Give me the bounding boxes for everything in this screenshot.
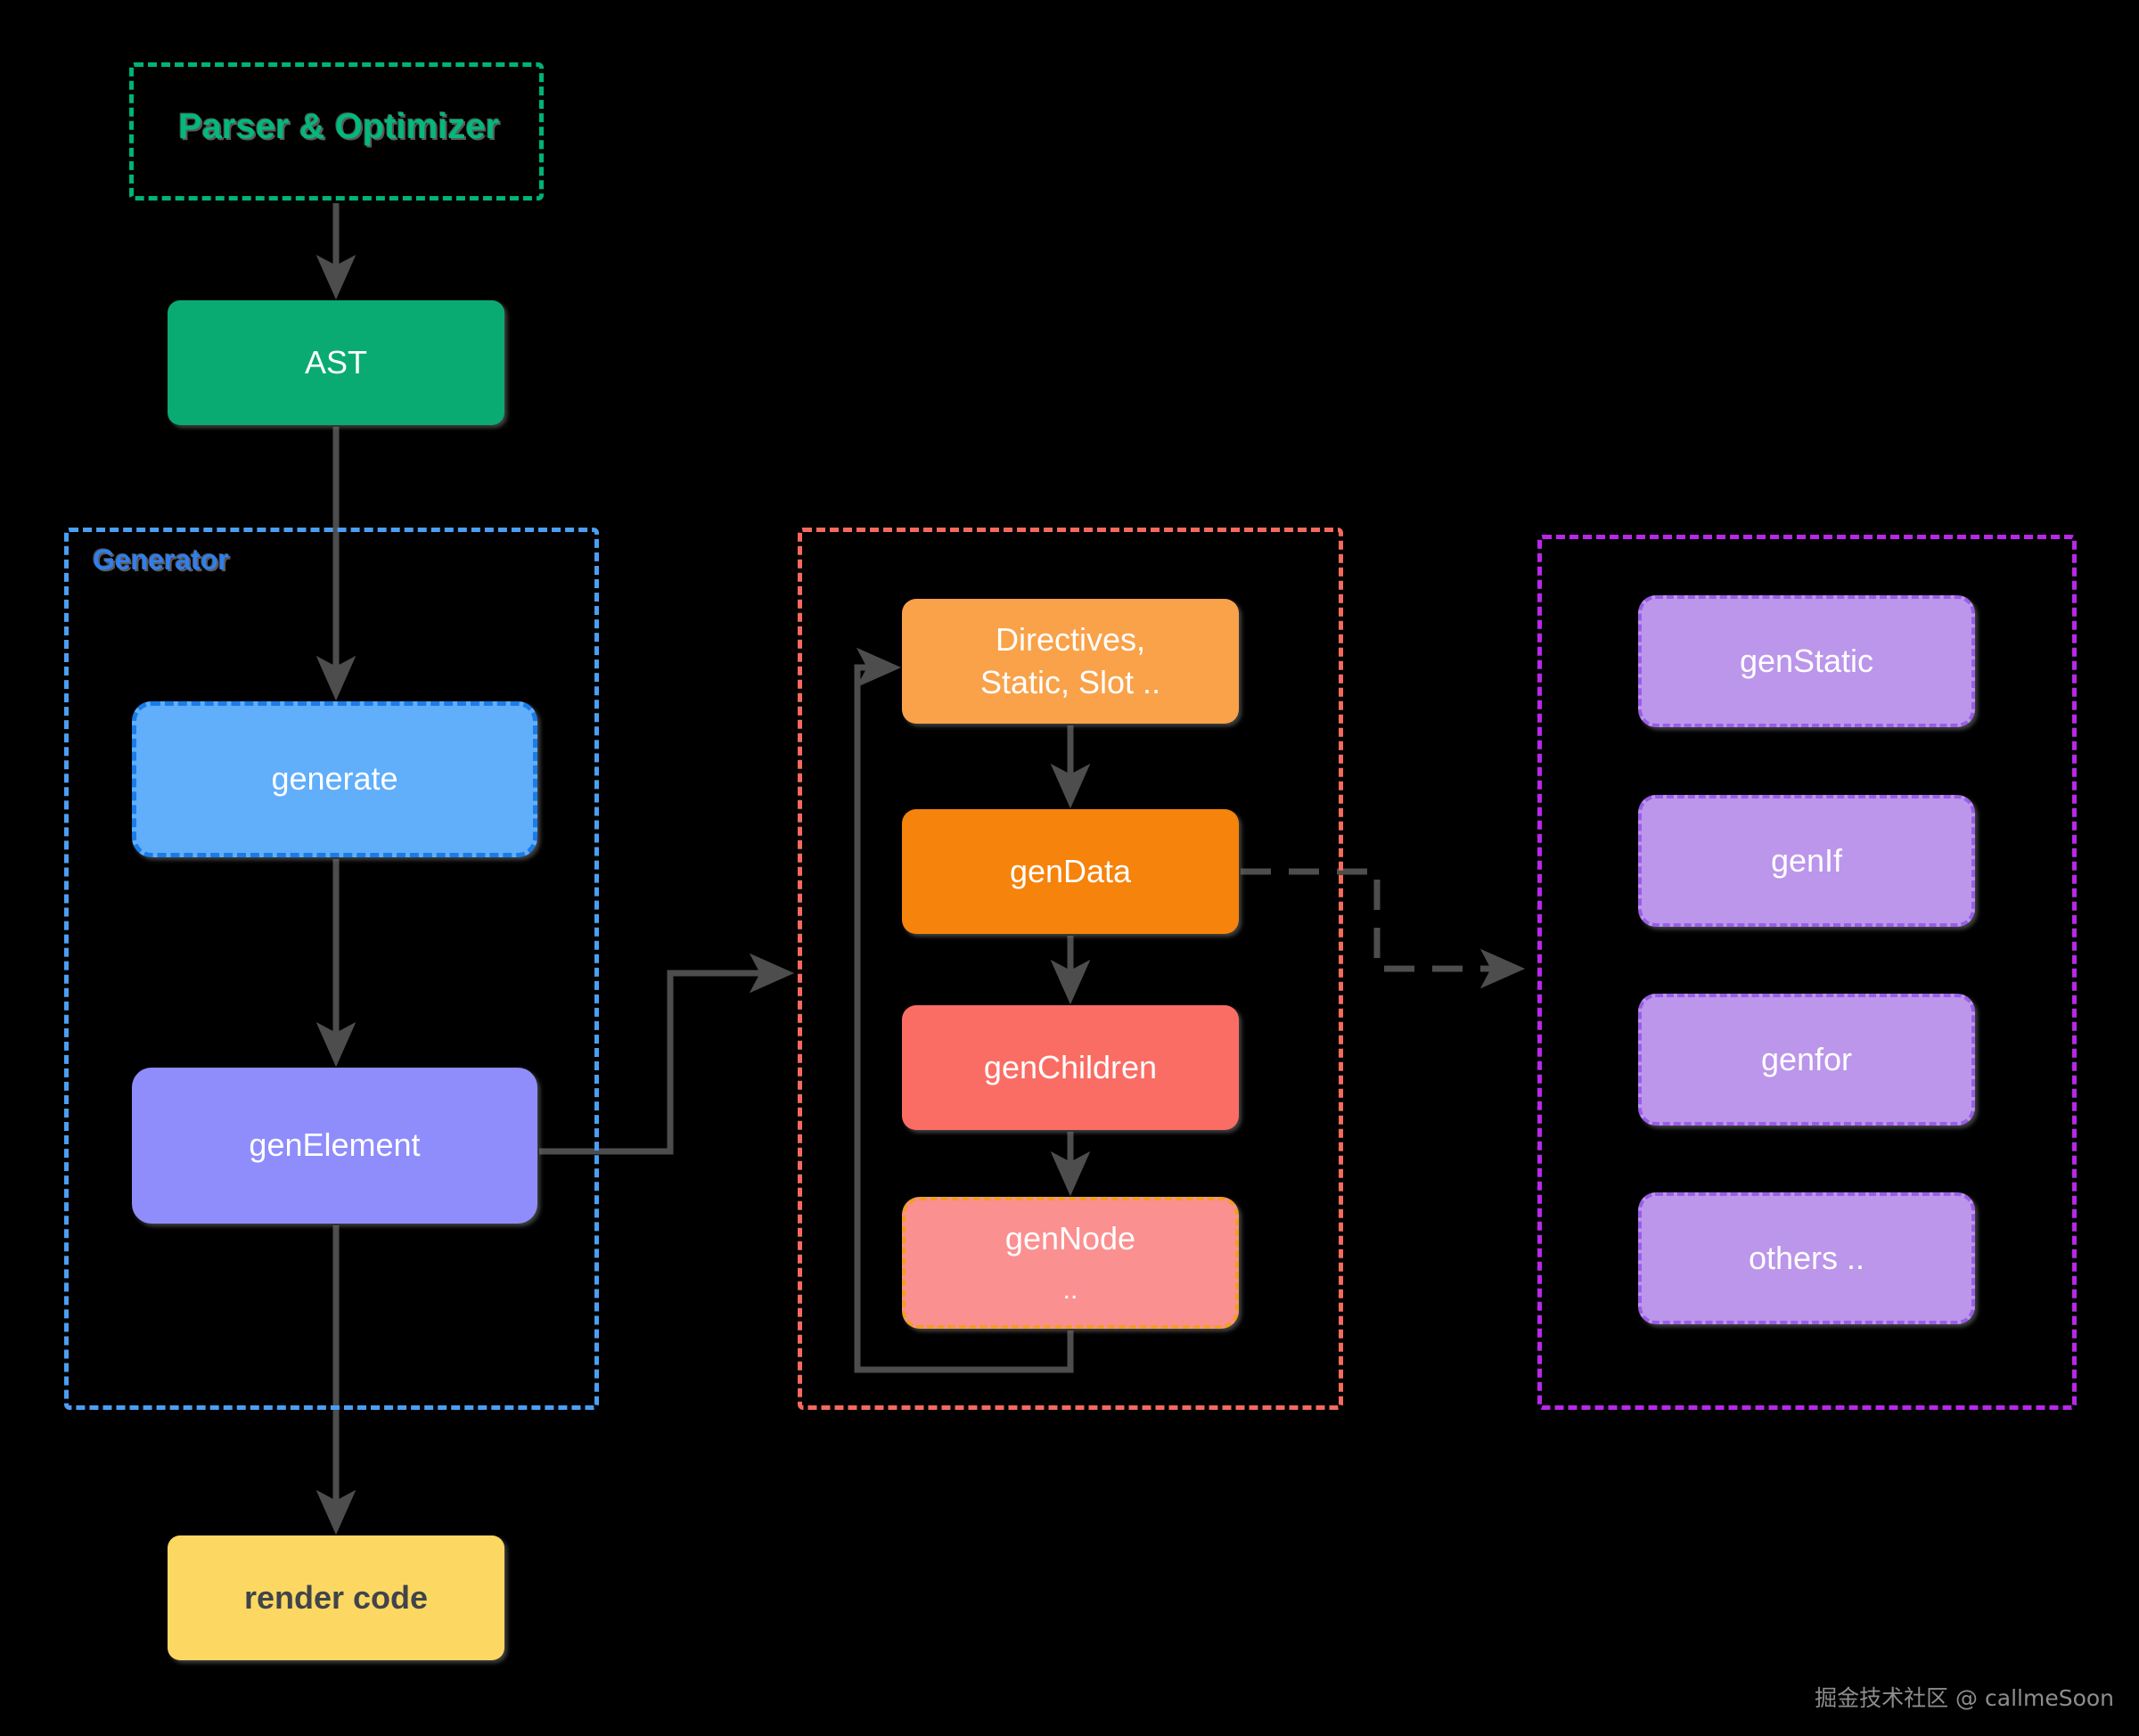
group-gen-pipeline	[798, 528, 1343, 1410]
node-gen-data[interactable]: genData	[902, 809, 1239, 934]
node-directives-static-slot[interactable]: Directives, Static, Slot ..	[902, 599, 1239, 724]
group-gen-helpers	[1537, 535, 2077, 1410]
node-others[interactable]: others ..	[1638, 1192, 1975, 1324]
node-render-code[interactable]: render code	[168, 1535, 504, 1660]
node-ast[interactable]: AST	[168, 300, 504, 425]
node-generate[interactable]: generate	[132, 701, 537, 857]
node-gen-element[interactable]: genElement	[132, 1068, 537, 1224]
group-generator	[64, 528, 599, 1410]
group-parser-optimizer-label: Parser & Optimizer	[178, 107, 500, 146]
node-gen-node-ellipsis: ..	[1062, 1274, 1078, 1305]
node-gen-static[interactable]: genStatic	[1638, 595, 1975, 727]
group-generator-label: Generator	[93, 544, 229, 576]
group-parser-optimizer	[129, 62, 544, 201]
node-directives-line2: Static, Slot ..	[979, 664, 1161, 700]
node-gen-if[interactable]: genIf	[1638, 795, 1975, 927]
node-gen-node-label: genNode	[1004, 1219, 1136, 1257]
node-gen-for[interactable]: genfor	[1638, 994, 1975, 1126]
node-directives-line1: Directives,	[995, 620, 1146, 658]
node-gen-children[interactable]: genChildren	[902, 1005, 1239, 1130]
node-gen-node[interactable]: genNode ..	[902, 1197, 1239, 1329]
watermark: 掘金技术社区 @ callmeSoon	[1815, 1685, 2114, 1711]
